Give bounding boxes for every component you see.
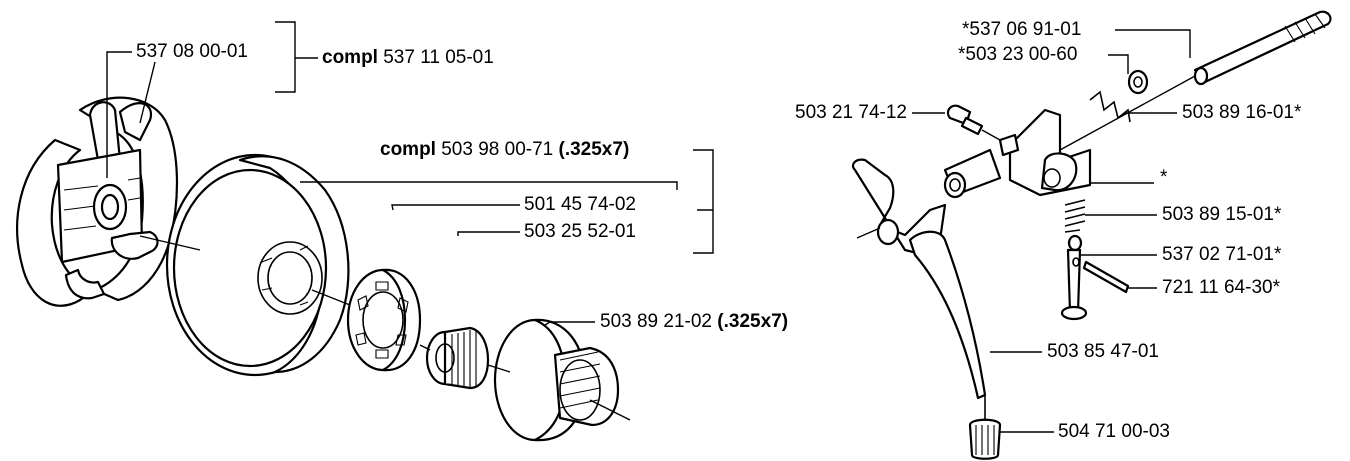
label-537-11-05-01: compl 537 11 05-01 [322, 47, 494, 68]
label-asterisk: * [1160, 167, 1168, 188]
label-503-98-00-71: compl 503 98 00-71 (.325x7) [380, 139, 630, 160]
label-503-23-00-60: *503 23 00-60 [958, 44, 1078, 65]
washer-cup-drawing [493, 318, 631, 442]
label-537-06-91-01: *537 06 91-01 [962, 19, 1082, 40]
label-503-89-21-02: 503 89 21-02 (.325x7) [600, 311, 789, 332]
throttle-assembly-drawing [851, 10, 1332, 460]
rim-sprocket-drawing [346, 268, 422, 372]
label-503-25-52-01: 503 25 52-01 [524, 221, 636, 242]
label-721-11-64-30: 721 11 64-30* [1162, 277, 1280, 298]
clutch-drawing [16, 96, 179, 307]
label-537-08-00-01: 537 08 00-01 [136, 41, 248, 62]
leader-lines-right [912, 29, 1191, 433]
axis-lines [139, 235, 511, 373]
leader-lines-left [106, 21, 714, 326]
label-503-89-15-01: 503 89 15-01* [1162, 204, 1282, 225]
needle-bearing-drawing [425, 326, 490, 390]
label-503-21-74-12: 503 21 74-12 [795, 102, 907, 123]
label-503-85-47-01: 503 85 47-01 [1047, 341, 1159, 362]
clutch-drum-drawing [165, 153, 350, 377]
label-503-89-16-01: 503 89 16-01* [1182, 102, 1302, 123]
label-501-45-74-02: 501 45 74-02 [524, 194, 636, 215]
label-537-02-71-01: 537 02 71-01* [1162, 244, 1282, 265]
label-504-71-00-03: 504 71 00-03 [1058, 421, 1170, 442]
